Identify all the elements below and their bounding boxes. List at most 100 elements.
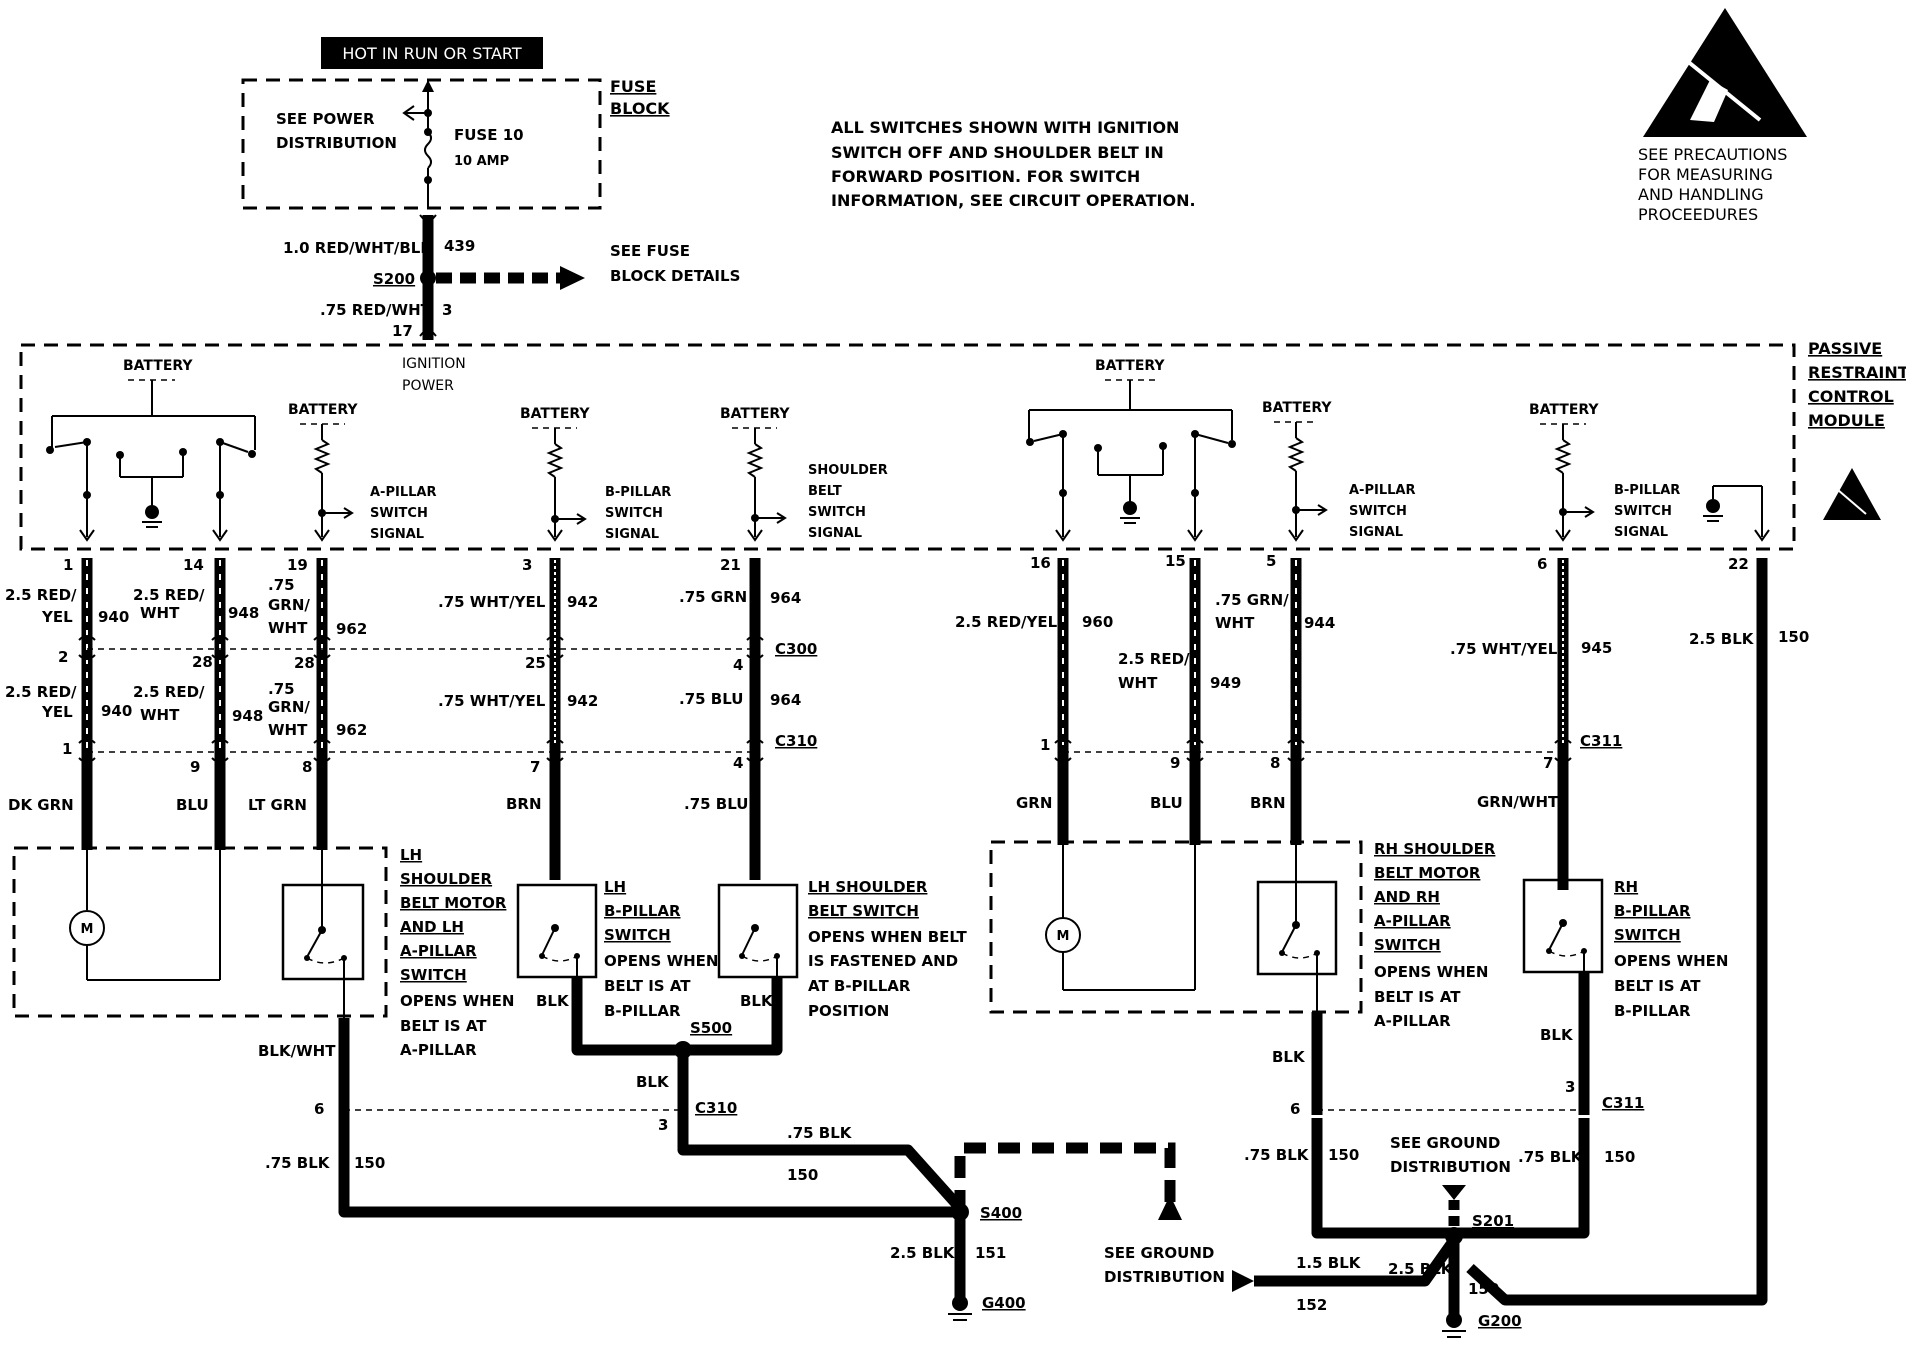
svg-text:19: 19 [287,556,308,574]
svg-text:WHT: WHT [268,721,308,739]
w-bot-num: 3 [442,301,452,319]
wire-blk-sh [680,977,783,1056]
blk25-g200: 2.5 BLK [1388,1260,1454,1278]
svg-text:RESTRAINT: RESTRAINT [1808,363,1906,382]
svg-text:FORWARD POSITION. FOR SWITCH: FORWARD POSITION. FOR SWITCH [831,167,1140,186]
svg-text:BATTERY: BATTERY [1262,400,1332,416]
rh-motor-assembly [989,840,1363,1014]
svg-text:OPENS WHEN: OPENS WHEN [604,952,718,970]
lh-shoulder-belt-switch [717,883,799,979]
see-gnd-rh-1: SEE GROUND [1390,1134,1500,1152]
c311-label: C311 [1580,732,1622,750]
svg-text:SWITCH OFF AND SHOULDER BELT I: SWITCH OFF AND SHOULDER BELT IN [831,143,1164,162]
svg-text:15: 15 [1165,552,1186,570]
svg-text:945: 945 [1581,639,1612,657]
svg-text:7: 7 [530,758,540,776]
arrow-right-icon [560,266,585,290]
svg-text:SWITCH: SWITCH [1614,926,1681,944]
svg-text:2.5 BLK: 2.5 BLK [1689,630,1755,648]
see-gnd-rh-2: DISTRIBUTION [1390,1158,1511,1176]
motor-m-rh: M [1057,929,1070,944]
s200-label: S200 [373,270,415,288]
svg-text:BATTERY: BATTERY [1529,402,1599,418]
svg-text:MODULE: MODULE [1808,411,1885,430]
svg-text:RH: RH [1614,878,1638,896]
fuse-block-box [241,78,602,210]
fuse-amp: 10 AMP [454,154,509,169]
lh-motor-relay: BATTERY [46,358,256,537]
svg-text:RH SHOULDER: RH SHOULDER [1374,840,1496,858]
esd-warning-icon [1643,8,1807,137]
rh-b-pillar-switch [1522,878,1604,974]
pin-3-rh: 3 [1565,1078,1575,1096]
see-power-1: SEE POWER [276,110,375,128]
svg-text:BELT IS AT: BELT IS AT [604,977,691,995]
g400-label: G400 [982,1294,1026,1312]
rh-motor-label: RH SHOULDER BELT MOTOR AND RH A-PILLAR S… [1374,840,1496,1030]
shoulder-signal-lh: BATTERY SHOULDER BELT SWITCH SIGNAL [720,406,888,541]
svg-text:GRN/: GRN/ [268,698,310,716]
svg-text:GRN/: GRN/ [268,596,310,614]
wire-labels-lh-lower: 2.5 RED/ YEL 940 2.5 RED/ WHT 948 .75 GR… [5,680,801,739]
esd-small-icon [1823,468,1881,520]
wire-150-r [1466,558,1768,1306]
color-labels: DK GRN BLU LT GRN BRN .75 BLU GRN BLU BR… [8,793,1559,814]
n150-rh-a: 150 [1328,1146,1359,1164]
svg-text:6: 6 [1537,555,1547,573]
fuse-name: FUSE 10 [454,126,524,144]
svg-text:OPENS WHEN: OPENS WHEN [1614,952,1728,970]
see-fuse-1: SEE FUSE [610,242,690,260]
svg-text:IS FASTENED AND: IS FASTENED AND [808,952,958,970]
svg-text:SWITCH: SWITCH [370,506,428,521]
see-gnd-1: SEE GROUND [1104,1244,1214,1262]
pin-6-lh: 6 [314,1100,324,1118]
svg-text:PROCEEDURES: PROCEEDURES [1638,205,1758,224]
svg-text:.75: .75 [268,576,295,594]
svg-text:25: 25 [525,654,546,672]
svg-text:WHT: WHT [140,604,180,622]
svg-text:SWITCH: SWITCH [604,926,671,944]
svg-text:SWITCH: SWITCH [1349,504,1407,519]
pin-3-c310: 3 [658,1116,668,1134]
svg-text:.75 BLU: .75 BLU [679,690,743,708]
w-top: 1.0 RED/WHT/BLK [283,239,433,257]
svg-text:A-PILLAR: A-PILLAR [1349,483,1415,498]
lh-motor-label: LH SHOULDER BELT MOTOR AND LH A-PILLAR S… [400,846,514,1059]
n150-c310: 150 [787,1166,818,1184]
svg-text:964: 964 [770,691,801,709]
svg-text:BELT: BELT [808,484,842,499]
svg-text:9: 9 [190,758,200,776]
svg-text:SIGNAL: SIGNAL [808,526,862,541]
svg-text:WHT: WHT [1215,614,1255,632]
svg-text:B-PILLAR: B-PILLAR [1614,483,1680,498]
a-pillar-signal-lh: BATTERY A-PILLAR SWITCH SIGNAL [288,402,436,542]
arrow-up-ground-icon [1158,1195,1182,1220]
svg-text:SIGNAL: SIGNAL [370,527,424,542]
svg-text:BATTERY: BATTERY [520,406,590,422]
blk75-rh-b: .75 BLK [1518,1148,1584,1166]
wire-labels-lh-upper: 2.5 RED/ YEL 940 2.5 RED/ WHT 948 .75 GR… [5,576,801,638]
blk15: 1.5 BLK [1296,1254,1362,1272]
svg-text:7: 7 [1543,754,1553,772]
svg-text:SWITCH: SWITCH [605,506,663,521]
hot-label: HOT IN RUN OR START [342,44,522,63]
svg-text:A-PILLAR: A-PILLAR [370,485,436,500]
svg-text:964: 964 [770,589,801,607]
svg-text:944: 944 [1304,614,1335,632]
pins-top: 1 14 19 3 21 16 15 5 6 22 [63,552,1749,574]
svg-text:BLU: BLU [176,796,209,814]
wire-ground-dist [954,1142,1176,1212]
svg-text:BRN: BRN [1250,794,1286,812]
svg-text:BELT SWITCH: BELT SWITCH [808,902,919,920]
svg-text:16: 16 [1030,554,1051,572]
blk75-lh: .75 BLK [265,1154,331,1172]
svg-text:BELT MOTOR: BELT MOTOR [400,894,507,912]
s200-splice [420,270,436,286]
svg-text:SWITCH: SWITCH [400,966,467,984]
svg-text:WHT: WHT [268,619,308,637]
svg-text:BATTERY: BATTERY [288,402,358,418]
svg-text:2.5 RED/: 2.5 RED/ [133,683,205,701]
svg-text:5: 5 [1266,552,1276,570]
svg-text:.75 GRN/: .75 GRN/ [1215,591,1289,609]
